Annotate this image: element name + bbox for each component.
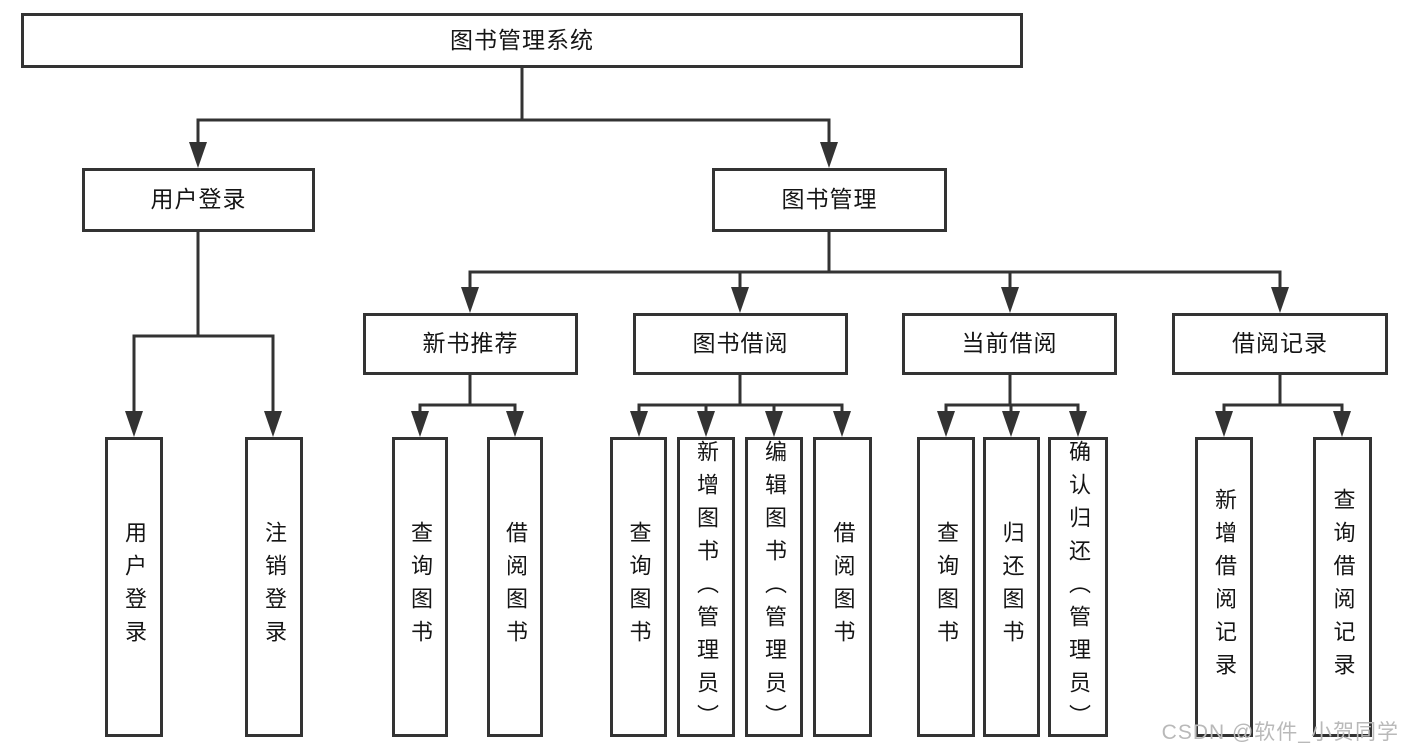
leaf-edit-books-admin: 编辑图书（管理员） — [745, 437, 803, 737]
leaf-add-borrow-record: 新增借阅记录 — [1195, 437, 1253, 737]
section-book-borrow-box: 图书借阅 — [633, 313, 848, 375]
leaf-query-borrow-record: 查询借阅记录 — [1313, 437, 1372, 737]
leaf-query-books-recommend: 查询图书 — [392, 437, 448, 737]
root-box: 图书管理系统 — [21, 13, 1023, 68]
leaf-query-books-current: 查询图书 — [917, 437, 975, 737]
watermark: CSDN @软件_小贺同学 — [1161, 721, 1399, 744]
branch-book-management-box: 图书管理 — [712, 168, 947, 232]
leaf-query-books-borrow: 查询图书 — [610, 437, 667, 737]
section-current-borrow-box: 当前借阅 — [902, 313, 1117, 375]
leaf-confirm-return-admin: 确认归还（管理员） — [1048, 437, 1108, 737]
leaf-logout: 注销登录 — [245, 437, 303, 737]
leaf-user-login: 用户登录 — [105, 437, 163, 737]
section-borrow-records-box: 借阅记录 — [1172, 313, 1388, 375]
leaf-add-books-admin: 新增图书（管理员） — [677, 437, 735, 737]
leaf-return-books: 归还图书 — [983, 437, 1040, 737]
leaf-borrow-books: 借阅图书 — [813, 437, 872, 737]
section-new-book-recommend-box: 新书推荐 — [363, 313, 578, 375]
branch-user-login-box: 用户登录 — [82, 168, 315, 232]
leaf-borrow-books-recommend: 借阅图书 — [487, 437, 543, 737]
arrowheads — [125, 142, 1351, 437]
